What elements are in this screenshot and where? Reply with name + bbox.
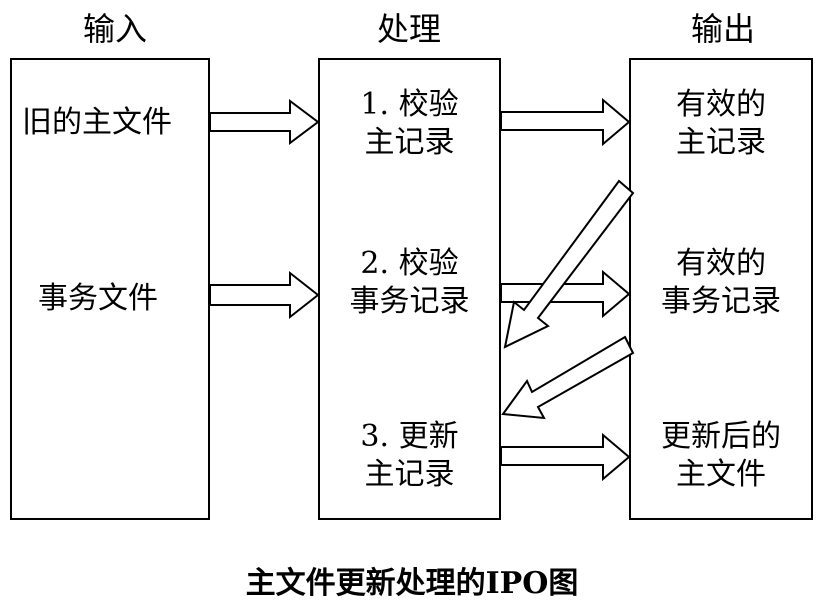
arrow-update-to-new-master <box>500 432 631 482</box>
process-step-1-line2: 主记录 <box>364 125 455 160</box>
output-updated-master-line1: 更新后的 <box>661 419 781 454</box>
output-updated-master: 更新后的 主文件 <box>629 418 813 494</box>
input-transaction-file: 事务文件 <box>38 281 158 316</box>
process-step-3-line1: 3. 更新 <box>360 419 459 454</box>
process-step-2: 2. 校验 事务记录 <box>318 245 501 321</box>
output-column-title: 输出 <box>690 10 755 48</box>
process-step-2-line1: 2. 校验 <box>360 246 459 281</box>
process-step-2-line2: 事务记录 <box>349 284 470 319</box>
output-valid-master-line1: 有效的 <box>676 87 766 122</box>
arrow-old-master-to-validate <box>209 99 320 145</box>
process-step-3-line2: 主记录 <box>364 457 455 492</box>
figure-caption: 主文件更新处理的IPO图 <box>245 566 579 601</box>
output-valid-master: 有效的 主记录 <box>629 86 813 162</box>
arrow-valid-master-to-update <box>503 179 635 349</box>
process-step-1-line1: 1. 校验 <box>360 87 459 122</box>
output-valid-master-line2: 主记录 <box>676 125 766 160</box>
arrow-valid-transaction-to-update <box>501 335 635 420</box>
output-valid-transaction: 有效的 事务记录 <box>629 245 813 321</box>
input-column-title: 输入 <box>82 10 147 48</box>
arrow-validate-master-to-valid <box>500 97 631 147</box>
input-old-master-file: 旧的主文件 <box>22 105 172 140</box>
output-valid-transaction-line1: 有效的 <box>676 246 766 281</box>
process-step-1: 1. 校验 主记录 <box>318 86 501 162</box>
process-step-3: 3. 更新 主记录 <box>318 418 501 494</box>
output-valid-transaction-line2: 事务记录 <box>661 284 781 319</box>
output-box <box>629 58 813 520</box>
process-box <box>318 58 501 520</box>
output-updated-master-line2: 主文件 <box>676 457 766 492</box>
arrow-validate-transaction-to-valid <box>500 269 631 319</box>
arrow-transaction-to-validate <box>209 270 320 320</box>
process-column-title: 处理 <box>376 10 441 48</box>
